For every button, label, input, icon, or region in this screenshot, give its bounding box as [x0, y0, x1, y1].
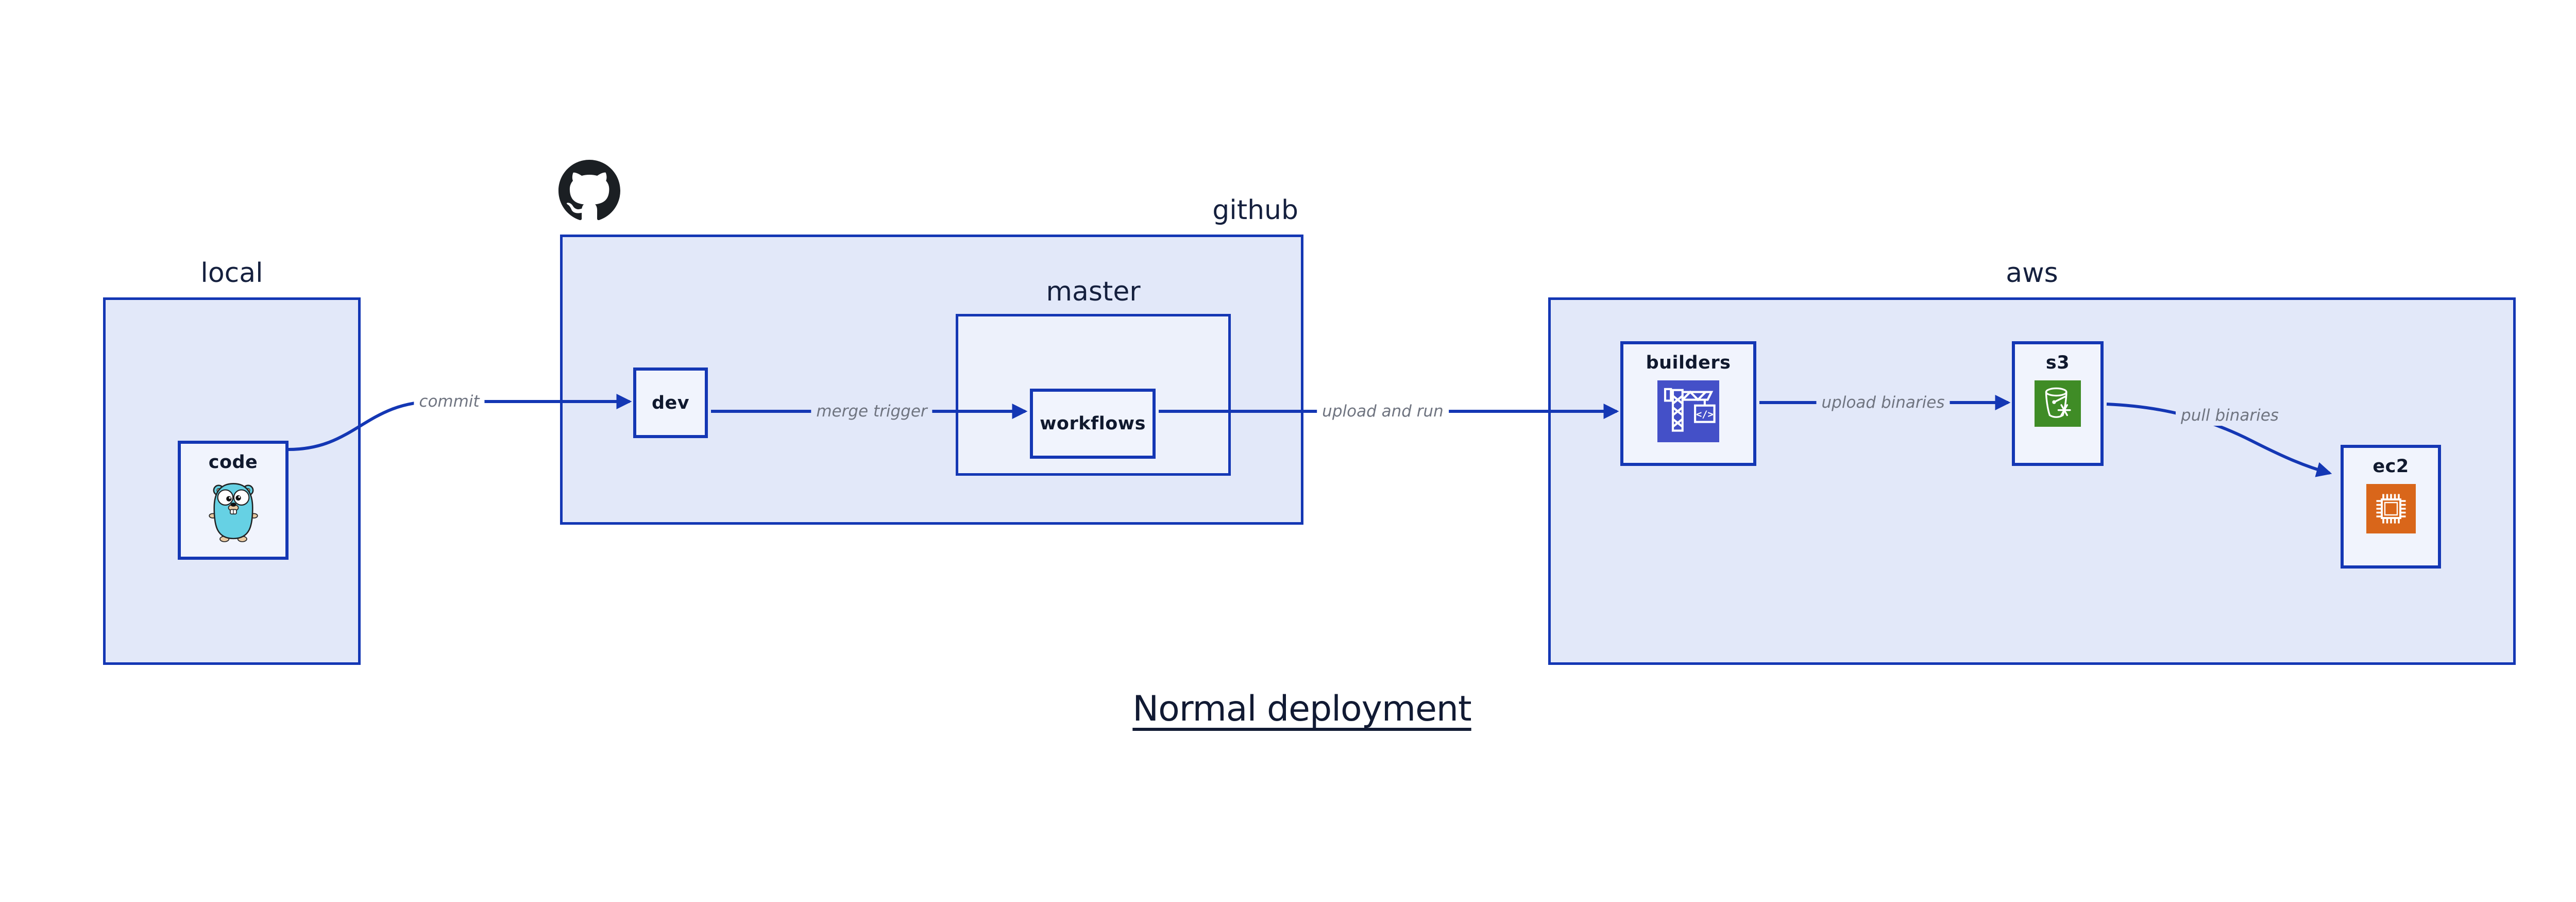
node-builders: builders </> — [1620, 341, 1756, 466]
edge-label-pull-binaries: pull binaries — [2176, 405, 2284, 426]
codebuild-code-glyph: </> — [1696, 409, 1714, 420]
group-label-github: github — [1212, 195, 1298, 226]
node-builders-label: builders — [1646, 353, 1731, 373]
node-workflows: workflows — [1030, 389, 1156, 459]
node-dev-label: dev — [651, 392, 690, 413]
aws-codebuild-icon: </> — [1657, 380, 1719, 442]
edge-label-commit: commit — [414, 391, 485, 412]
node-workflows-label: workflows — [1040, 413, 1146, 434]
edge-label-upload-and-run: upload and run — [1317, 401, 1449, 422]
aws-ec2-chip-icon — [2366, 484, 2416, 533]
edge-label-merge-trigger: merge trigger — [811, 401, 933, 422]
node-ec2-label: ec2 — [2372, 456, 2409, 477]
github-octocat-icon — [558, 160, 620, 222]
diagram-title: Normal deployment — [1132, 689, 1471, 729]
aws-s3-glacier-bucket-icon — [2035, 380, 2081, 427]
group-label-local: local — [200, 258, 263, 289]
group-label-aws: aws — [2006, 258, 2058, 289]
node-s3-label: s3 — [2045, 353, 2070, 373]
go-gopher-icon — [207, 480, 260, 543]
node-dev: dev — [633, 368, 708, 438]
edge-label-upload-binaries: upload binaries — [1816, 392, 1950, 413]
node-s3: s3 — [2012, 341, 2104, 466]
node-ec2: ec2 — [2341, 445, 2441, 569]
node-code: code — [178, 441, 289, 560]
group-label-master: master — [1046, 276, 1141, 307]
edge-pull-binaries — [2106, 403, 2332, 477]
node-code-label: code — [208, 452, 258, 473]
